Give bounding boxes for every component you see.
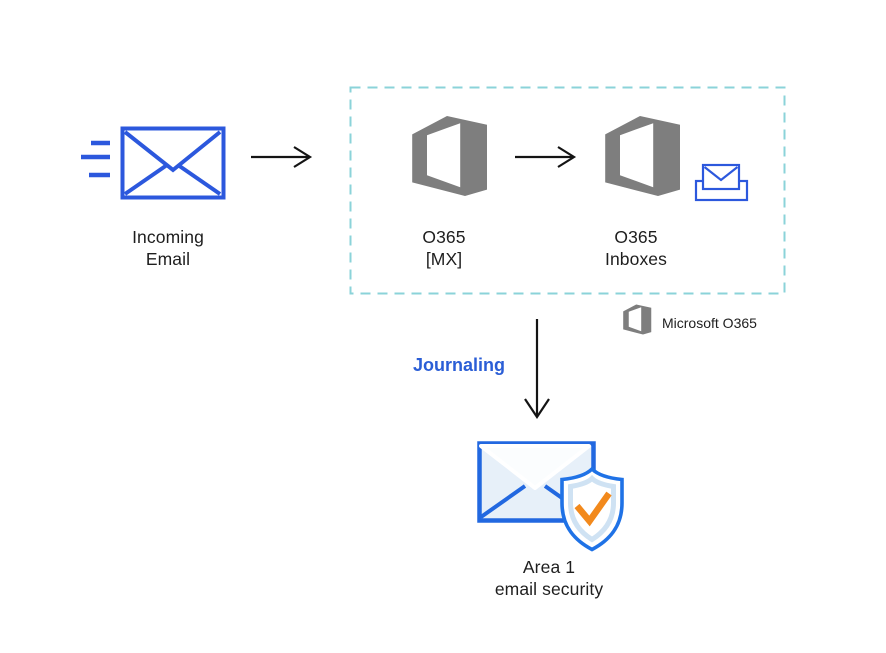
shield-check-icon xyxy=(560,466,624,552)
area1-label: Area 1 email security xyxy=(469,556,629,600)
o365-dashed-boundary xyxy=(349,86,786,295)
o365-inboxes-label: O365 Inboxes xyxy=(576,226,696,270)
checkmark-icon xyxy=(574,491,612,527)
office365-inboxes-icon xyxy=(605,116,680,196)
motion-lines-icon xyxy=(81,140,110,178)
arrow-right-icon xyxy=(515,146,577,168)
o365-mx-label: O365 [MX] xyxy=(384,226,504,270)
label-line: [MX] xyxy=(425,249,463,269)
label-line: Incoming xyxy=(132,227,204,247)
envelope-icon xyxy=(120,126,226,200)
incoming-email-icon xyxy=(81,126,226,200)
microsoft-o365-legend-label: Microsoft O365 xyxy=(662,315,757,331)
label-line: Area 1 xyxy=(522,557,576,577)
office365-mx-icon xyxy=(412,116,487,196)
arrow-down-icon xyxy=(524,319,550,419)
inbox-icon xyxy=(694,163,749,202)
area1-email-security-icon xyxy=(477,441,624,552)
label-line: O365 xyxy=(422,227,466,247)
label-line: Email xyxy=(145,249,191,269)
incoming-email-label: Incoming Email xyxy=(98,226,238,270)
label-line: email security xyxy=(494,579,604,599)
journaling-label: Journaling xyxy=(412,355,505,375)
label-line: O365 xyxy=(614,227,658,247)
label-line: Inboxes xyxy=(605,249,667,269)
microsoft-o365-legend-icon xyxy=(623,304,652,335)
arrow-right-icon xyxy=(251,146,313,168)
